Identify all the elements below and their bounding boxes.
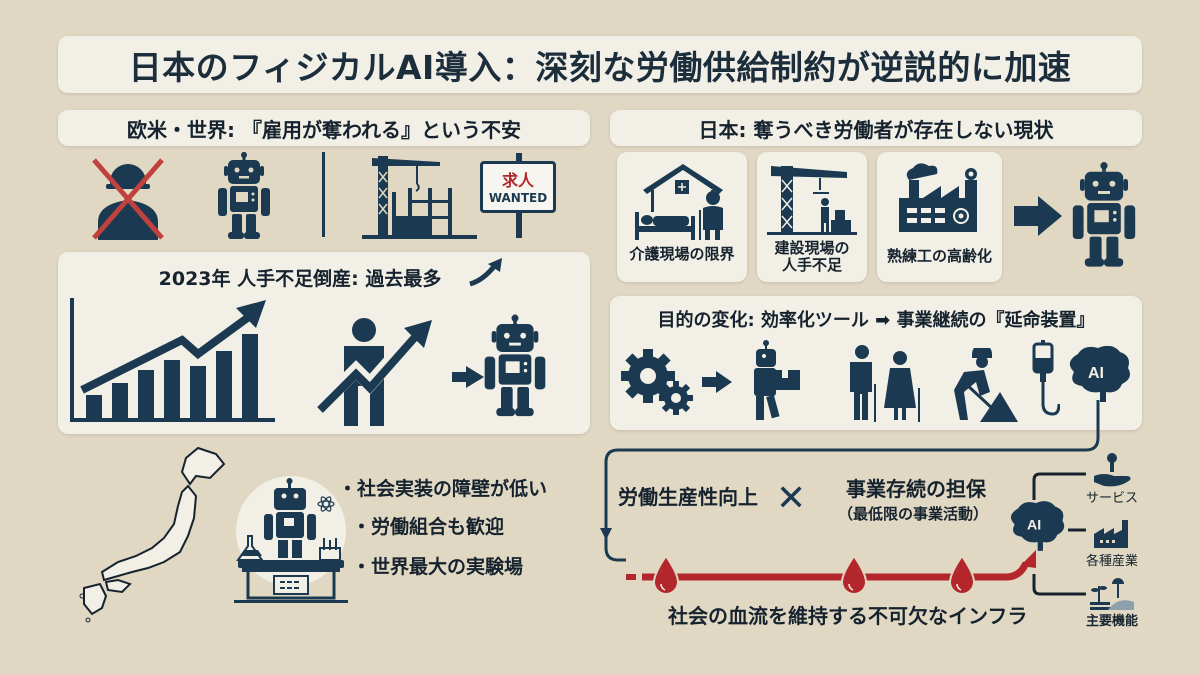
- output-industry-label: 各種産業: [1085, 554, 1138, 569]
- west-heading-panel: [58, 110, 590, 146]
- ai-hub-icon: AI: [1004, 498, 1066, 556]
- card-factory: 熟練工の高齢化: [877, 152, 1002, 282]
- crossed-out-worker-icon: [92, 158, 164, 240]
- wanted-english: WANTED: [488, 191, 548, 205]
- construction-site-icon: [767, 166, 857, 235]
- robot-lab-icon: [226, 476, 356, 608]
- crane-construction-icon: [362, 156, 477, 239]
- productivity-text: 労働生産性向上: [618, 485, 758, 509]
- japan-map-icon: [79, 446, 226, 623]
- output-function-label: 主要機能: [1085, 614, 1138, 629]
- arrow-right-icon: [1014, 196, 1062, 236]
- japan-heading-panel: [610, 110, 1142, 146]
- wanted-kanji: 求人: [501, 171, 534, 190]
- ai-hub-connectors: [1032, 472, 1086, 596]
- card-construction-label: 建設現場の 人手不足: [774, 239, 850, 275]
- robot-icon: [218, 152, 270, 239]
- west-heading: 欧米・世界: 『雇用が奪われる』という不安: [127, 117, 521, 142]
- ai-label: AI: [1088, 365, 1104, 382]
- card-nursing: 介護現場の限界: [617, 152, 747, 282]
- ai-brain-icon: AI: [1062, 345, 1132, 404]
- bullet-2: ・労働組合も歓迎: [352, 516, 505, 538]
- flow-connector: [600, 400, 1100, 562]
- factory-icon: [899, 163, 977, 232]
- industry-factory-icon: [1094, 520, 1128, 548]
- service-hand-icon: [1094, 453, 1131, 487]
- infrastructure-text: 社会の血流を維持する不可欠なインフラ: [668, 604, 1028, 628]
- rising-arrow-icon: [469, 258, 502, 287]
- wanted-sign-icon: 求人 WANTED: [480, 153, 560, 238]
- card-factory-label: 熟練工の高齢化: [886, 247, 992, 265]
- cross-symbol: ✕: [776, 478, 807, 519]
- nursing-care-icon: [635, 164, 723, 240]
- title-banner: 日本のフィジカルAI導入：深刻な労働供給制約が逆説的に加速: [58, 36, 1142, 93]
- business-continuity-text: 事業存続の担保: [846, 477, 986, 501]
- divider: [322, 152, 325, 237]
- japan-heading: 日本: 奪うべき労働者が存在しない現状: [698, 117, 1054, 142]
- bullet-3: ・世界最大の実験場: [352, 556, 524, 578]
- agriculture-icon: [1090, 578, 1134, 610]
- bankruptcy-heading: 2023年 人手不足倒産: 過去最多: [158, 267, 442, 290]
- card-construction: 建設現場の 人手不足: [757, 152, 867, 282]
- elderly-couple-icon: [850, 345, 920, 422]
- iv-drip-icon: [1032, 340, 1060, 416]
- gears-icon: [621, 349, 693, 415]
- worker-shoveling-icon: [954, 348, 1018, 422]
- bullet-1: ・社会実装の障壁が低い: [338, 478, 548, 500]
- bar-chart-icon: [70, 298, 275, 422]
- output-service-label: サービス: [1085, 491, 1138, 506]
- page-title: 日本のフィジカルAI導入：深刻な労働供給制約が逆説的に加速: [128, 47, 1072, 87]
- robot-icon: [484, 314, 546, 417]
- svg-text:AI: AI: [1027, 518, 1041, 534]
- arrow-right-icon: [452, 366, 484, 388]
- blood-flow-line: [626, 550, 1036, 595]
- blood-drop-icon: [652, 554, 680, 595]
- business-continuity-sub: （最低限の事業活動）: [837, 505, 988, 523]
- robot-icon: [1072, 162, 1136, 267]
- card-nursing-label: 介護現場の限界: [629, 245, 735, 263]
- arrow-right-icon: [702, 371, 732, 393]
- robot-carrying-box-icon: [754, 340, 800, 420]
- purpose-heading: 目的の変化: 効率化ツール ➡ 事業継続の『延命装置』: [657, 310, 1095, 331]
- person-with-arrow-icon: [316, 318, 432, 426]
